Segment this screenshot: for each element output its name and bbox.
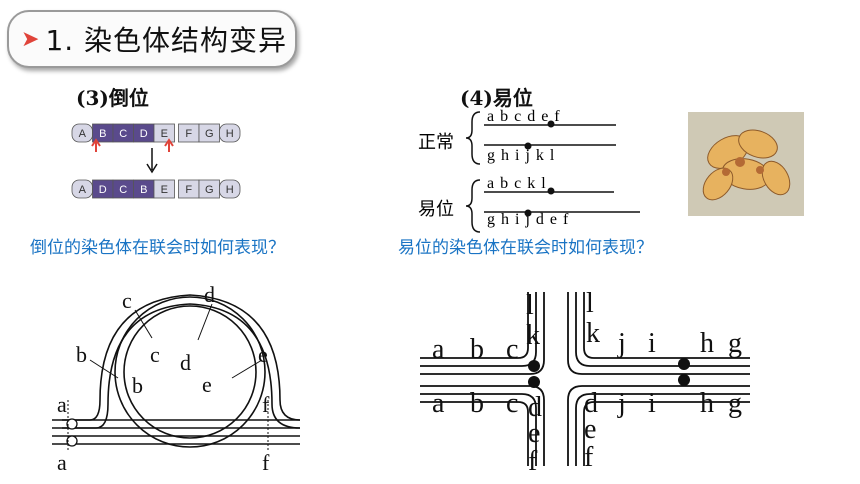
chromosome-segment-label: B bbox=[140, 184, 147, 196]
gene-letter: c bbox=[506, 388, 518, 419]
trans-row-2: g h i j d e f bbox=[487, 211, 569, 228]
section-title: 1. 染色体结构变异 bbox=[45, 24, 288, 57]
gene-letter: b bbox=[132, 373, 143, 398]
chromosome-segment-label: H bbox=[226, 184, 234, 196]
gene-letter: k bbox=[526, 320, 540, 351]
gene-letter: e bbox=[528, 418, 540, 449]
gene-letter: f bbox=[584, 442, 594, 473]
gene-letter: d bbox=[180, 350, 191, 375]
chromosome-segment bbox=[219, 123, 241, 143]
gene-letter: d bbox=[528, 392, 542, 423]
normal-label: 正常 bbox=[418, 132, 454, 152]
normal-row-1: a b c d e f bbox=[487, 108, 561, 125]
gene-letter: f bbox=[262, 392, 270, 417]
chromosome-segment-label: C bbox=[119, 128, 127, 140]
down-arrow-icon bbox=[146, 148, 158, 174]
gene-letter: c bbox=[150, 342, 160, 367]
flower-photo bbox=[688, 112, 804, 216]
gene-letter: d bbox=[204, 282, 215, 307]
centromere bbox=[547, 187, 555, 195]
gene-letter: c bbox=[506, 334, 518, 365]
gene-letter: a bbox=[432, 334, 445, 365]
gene-letter: b bbox=[76, 342, 87, 367]
gene-letter: j bbox=[617, 388, 626, 419]
gene-letter: d bbox=[584, 388, 598, 419]
centromere bbox=[547, 120, 555, 128]
gene-letter: l bbox=[586, 288, 594, 319]
chromosome-segment-label: C bbox=[119, 184, 127, 196]
gene-letter: l bbox=[526, 290, 534, 321]
gene-letter: g bbox=[728, 328, 742, 359]
gene-letter: k bbox=[586, 318, 600, 349]
gene-letter: a bbox=[432, 388, 445, 419]
chromosome-segment bbox=[153, 123, 175, 143]
gene-letter: j bbox=[617, 328, 626, 359]
translocation-question: 易位的染色体在联会时如何表现？ bbox=[398, 238, 653, 258]
gene-letter: i bbox=[648, 328, 656, 359]
gene-letter: b bbox=[470, 334, 484, 365]
chromosome-segment-label: E bbox=[161, 184, 168, 196]
chromosome-segment-label: B bbox=[99, 128, 106, 140]
break-point-arrow-icon bbox=[164, 138, 174, 152]
break-point-arrow-icon bbox=[91, 138, 101, 152]
gene-letter: c bbox=[122, 288, 132, 313]
gene-letter: b bbox=[470, 388, 484, 419]
chromosome-segment-label: F bbox=[185, 128, 192, 140]
section-title-box: ➤ 1. 染色体结构变异 bbox=[7, 10, 297, 68]
chromosome-segment-label: G bbox=[205, 184, 214, 196]
chromosome-segment-label: G bbox=[205, 128, 214, 140]
chromosome-segment-label: H bbox=[226, 128, 234, 140]
brace-icon bbox=[465, 179, 481, 233]
trans-row-1: a b c k l bbox=[487, 175, 547, 192]
gene-letter: e bbox=[258, 342, 268, 367]
centromere bbox=[524, 142, 532, 150]
brace-icon bbox=[465, 111, 481, 165]
gene-letter: a bbox=[57, 450, 67, 475]
chromosome-segment-label: E bbox=[161, 128, 168, 140]
translocation-label: (4)易位 bbox=[460, 86, 533, 110]
gene-letter: g bbox=[728, 388, 742, 419]
chromosome-segment bbox=[219, 179, 241, 199]
chromosome-segment bbox=[153, 179, 175, 199]
chromosome-segment-label: D bbox=[99, 184, 107, 196]
bullet-arrow-icon: ➤ bbox=[21, 26, 40, 52]
centromere bbox=[524, 209, 532, 217]
gene-letter: h bbox=[700, 388, 714, 419]
chromosome-segment-label: F bbox=[185, 184, 192, 196]
chromosome-segment-label: D bbox=[140, 128, 148, 140]
chromosome-segment-label: A bbox=[79, 184, 87, 196]
inversion-question: 倒位的染色体在联会时如何表现？ bbox=[30, 238, 285, 258]
chromosome-segment-label: A bbox=[79, 128, 87, 140]
gene-letter: e bbox=[202, 372, 212, 397]
gene-letter: i bbox=[648, 388, 656, 419]
gene-letter: f bbox=[262, 450, 270, 475]
translocation-side-label: 易位 bbox=[418, 199, 454, 219]
gene-letter: e bbox=[584, 414, 596, 445]
gene-letter: a bbox=[57, 392, 67, 417]
normal-row-2: g h i j k l bbox=[487, 147, 555, 164]
inversion-label: (3)倒位 bbox=[76, 86, 149, 110]
gene-letter: h bbox=[700, 328, 714, 359]
gene-letter: f bbox=[528, 446, 538, 477]
